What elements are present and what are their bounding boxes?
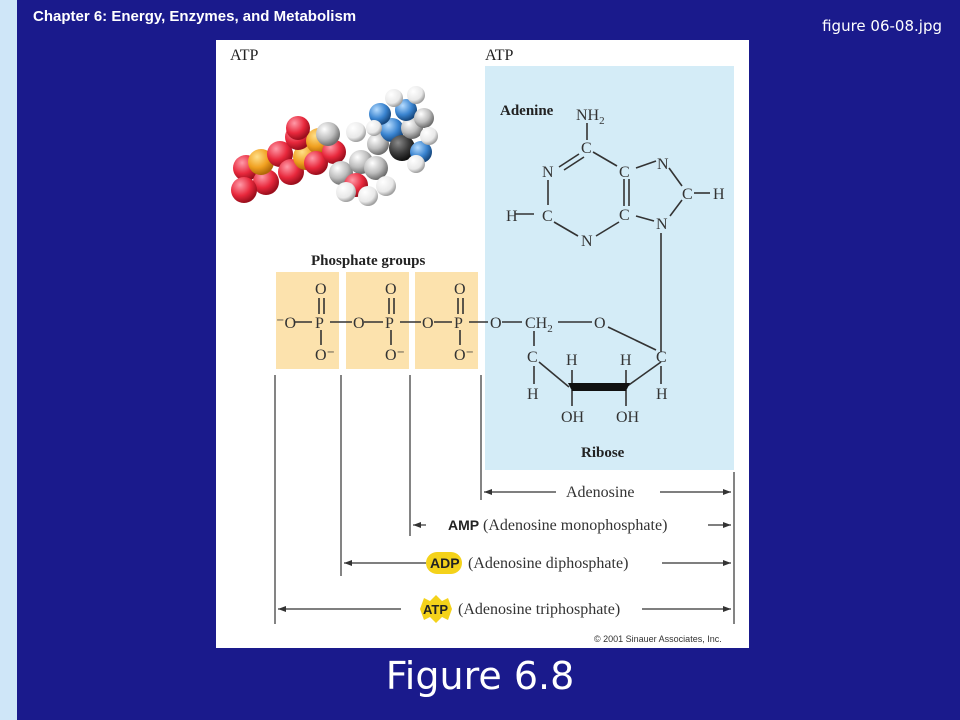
- figure-panel: ATP ATP Adenine Phosphate groups Ribose: [216, 40, 749, 648]
- atom-o: O: [594, 315, 606, 332]
- left-strip: [0, 0, 17, 720]
- atom-h: H: [506, 208, 518, 225]
- phosphate-box-2: [346, 272, 409, 369]
- atom-oh: OH: [561, 409, 585, 426]
- atom-p: P: [385, 315, 394, 332]
- chapter-title: Chapter 6: Energy, Enzymes, and Metaboli…: [33, 8, 357, 25]
- file-name: figure 06-08.jpg: [822, 17, 942, 35]
- atom-o: O: [454, 281, 466, 298]
- figure-caption: Figure 6.8: [385, 654, 575, 698]
- phosphate-box-1: [276, 272, 339, 369]
- adp-text: (Adenosine diphosphate): [468, 555, 628, 572]
- bracket-lines: [274, 375, 735, 624]
- atom-c: C: [542, 208, 553, 225]
- atom-h: H: [620, 352, 632, 369]
- atom-o: O: [385, 281, 397, 298]
- atp-burst-badge: [420, 595, 452, 623]
- atom-c: C: [656, 349, 667, 366]
- atom-n: N: [657, 156, 669, 173]
- amp-abbr: AMP: [448, 517, 479, 533]
- atom-o-minus: O⁻: [315, 347, 335, 364]
- atom-p: P: [315, 315, 324, 332]
- atom-h: H: [566, 352, 578, 369]
- adenine-structure: [515, 123, 710, 352]
- phosphate-box-3: [415, 272, 478, 369]
- atom-c: C: [619, 207, 630, 224]
- atom-n: N: [542, 164, 554, 181]
- adp-badge: [426, 552, 462, 574]
- adp-abbr: ADP: [430, 555, 460, 571]
- ribose-label: Ribose: [581, 445, 625, 461]
- atp-text: (Adenosine triphosphate): [458, 601, 620, 618]
- atom-n: N: [656, 216, 668, 233]
- phosphate-structure: [294, 298, 522, 345]
- atom-c: C: [581, 140, 592, 157]
- atom-oh: OH: [616, 409, 640, 426]
- atp-diagram: ATP ATP Adenine Phosphate groups Ribose: [230, 47, 735, 644]
- atom-c: C: [527, 349, 538, 366]
- adenosine-region: [485, 66, 734, 470]
- atom-c: C: [682, 186, 693, 203]
- space-filling-model: [231, 86, 438, 206]
- ch2-label: CH2: [525, 315, 553, 335]
- atom-o: O: [353, 315, 365, 332]
- copyright: © 2001 Sinauer Associates, Inc.: [594, 634, 722, 644]
- atom-h: H: [713, 186, 725, 203]
- nh2-label: NH2: [576, 107, 605, 127]
- ribose-bold-edge: [568, 383, 630, 391]
- adenine-label: Adenine: [500, 103, 554, 119]
- atom-o: O: [315, 281, 327, 298]
- atp-structure-label: ATP: [485, 47, 514, 64]
- atom-o-minus: O⁻: [385, 347, 405, 364]
- atom-o-minus: O⁻: [454, 347, 474, 364]
- ribose-structure: [533, 321, 662, 406]
- atom-h: H: [656, 386, 668, 403]
- atom-c: C: [619, 164, 630, 181]
- atom-p: P: [454, 315, 463, 332]
- atom-minus-o: ⁻O: [276, 315, 296, 332]
- atp-abbr: ATP: [423, 602, 448, 617]
- atom-o: O: [422, 315, 434, 332]
- atom-o: O: [490, 315, 502, 332]
- phosphate-groups-label: Phosphate groups: [311, 253, 426, 269]
- atom-n: N: [581, 233, 593, 250]
- amp-text: (Adenosine monophosphate): [483, 517, 667, 534]
- adenosine-bracket-label: Adenosine: [566, 484, 634, 501]
- atom-h: H: [527, 386, 539, 403]
- atp-model-label: ATP: [230, 47, 259, 64]
